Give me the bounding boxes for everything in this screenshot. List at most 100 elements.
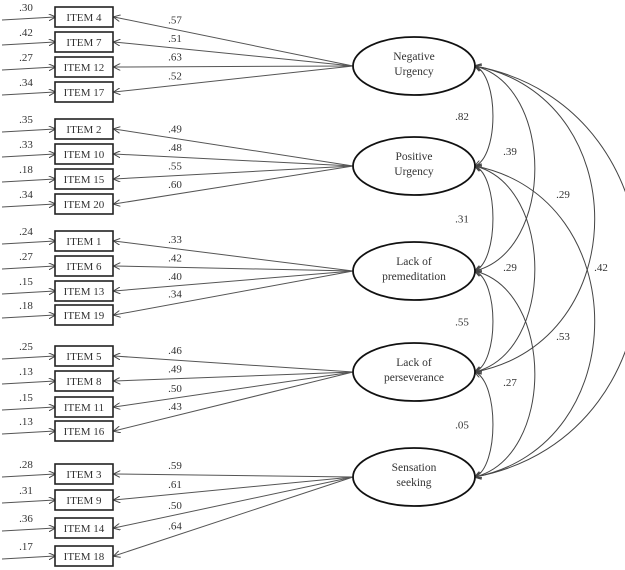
observed-item-box (54, 545, 114, 567)
observed-item-label: ITEM 11 (64, 402, 104, 414)
loading-arrow (114, 371, 354, 407)
error-arrow (1, 556, 55, 559)
observed-item-box (54, 370, 114, 392)
latent-factor-ellipse (352, 241, 476, 301)
observed-item-label: ITEM 14 (64, 523, 105, 535)
error-arrow (1, 431, 55, 434)
factor-loading-label: .55 (168, 161, 182, 173)
error-arrow (1, 407, 55, 410)
observed-item-box (54, 255, 114, 277)
error-variance-label: .34 (19, 189, 33, 201)
loading-arrow (114, 266, 354, 272)
correlation-label: .55 (455, 317, 469, 329)
error-variance-label: .27 (19, 52, 33, 64)
observed-item-box (54, 420, 114, 442)
loading-arrow (114, 270, 354, 315)
correlation-arc (475, 372, 494, 477)
correlation-arc (475, 271, 536, 477)
factor-loading-label: .49 (168, 364, 182, 376)
loading-arrow (114, 270, 354, 291)
error-variance-label: .35 (19, 114, 33, 126)
latent-factor-label: Urgency (394, 66, 434, 78)
correlation-arc (475, 271, 494, 372)
latent-factor-label: Lack of (396, 256, 432, 268)
loading-arrow (114, 42, 354, 67)
observed-item-label: ITEM 19 (64, 310, 105, 322)
error-variance-label: .28 (19, 459, 33, 471)
factor-loading-label: .51 (168, 33, 182, 45)
observed-item-box (54, 463, 114, 485)
error-arrow (1, 500, 55, 503)
observed-item-box (54, 168, 114, 190)
factor-loading-label: .33 (168, 234, 182, 246)
error-variance-label: .15 (19, 392, 33, 404)
correlation-arc (475, 166, 536, 372)
loading-arrow (114, 129, 354, 167)
observed-item-box (54, 118, 114, 140)
correlation-arc (475, 166, 494, 271)
loading-arrow (114, 154, 354, 167)
correlation-label: .31 (455, 214, 469, 226)
correlation-arc (475, 66, 536, 271)
observed-item-label: ITEM 5 (66, 351, 102, 363)
observed-item-label: ITEM 10 (64, 149, 105, 161)
loading-arrow (114, 241, 354, 272)
correlation-arcs (475, 66, 625, 477)
nodes (54, 6, 476, 567)
loading-arrow (114, 476, 354, 500)
error-arrow (1, 179, 55, 182)
loading-paths (1, 17, 354, 559)
correlation-label: .05 (455, 420, 469, 432)
factor-loading-label: .57 (168, 15, 182, 27)
error-variance-label: .18 (19, 164, 33, 176)
factor-loading-label: .64 (168, 521, 182, 533)
loading-arrow (114, 371, 354, 431)
observed-item-box (54, 280, 114, 302)
latent-factor-label: Negative (393, 51, 435, 63)
observed-item-box (54, 489, 114, 511)
error-arrow (1, 92, 55, 95)
error-arrow (1, 315, 55, 318)
correlation-label: .42 (594, 262, 608, 274)
error-arrow (1, 528, 55, 531)
correlation-label: .27 (503, 377, 517, 389)
error-arrow (1, 356, 55, 359)
error-arrow (1, 129, 55, 132)
observed-item-label: ITEM 8 (66, 376, 102, 388)
correlation-arc (475, 66, 625, 477)
loading-arrow (114, 476, 354, 528)
observed-item-label: ITEM 1 (66, 236, 101, 248)
factor-loading-label: .60 (168, 179, 182, 191)
error-variance-label: .15 (19, 276, 33, 288)
error-variance-label: .33 (19, 139, 33, 151)
correlation-arc (475, 66, 494, 166)
correlation-arc (475, 166, 596, 477)
error-variance-label: .42 (19, 27, 33, 39)
error-variance-label: .36 (19, 513, 33, 525)
observed-item-label: ITEM 7 (66, 37, 102, 49)
observed-item-label: ITEM 18 (64, 551, 105, 563)
error-arrow (1, 17, 55, 20)
loading-arrow (114, 474, 354, 477)
observed-item-label: ITEM 20 (64, 199, 105, 211)
error-variance-label: .17 (19, 541, 33, 553)
observed-item-box (54, 396, 114, 418)
observed-item-label: ITEM 6 (66, 261, 102, 273)
loading-arrow (114, 165, 354, 204)
observed-item-box (54, 517, 114, 539)
observed-item-box (54, 6, 114, 28)
correlation-label: .82 (455, 111, 469, 123)
error-variance-label: .34 (19, 77, 33, 89)
factor-loading-label: .50 (168, 500, 182, 512)
correlation-label: .53 (556, 331, 570, 343)
latent-factor-label: premeditation (382, 271, 446, 283)
observed-item-box (54, 31, 114, 53)
observed-item-label: ITEM 4 (66, 12, 102, 24)
error-variance-label: .13 (19, 366, 33, 378)
observed-item-box (54, 345, 114, 367)
loading-arrow (114, 371, 354, 381)
latent-factor-label: Positive (395, 151, 432, 163)
error-variance-label: .18 (19, 300, 33, 312)
